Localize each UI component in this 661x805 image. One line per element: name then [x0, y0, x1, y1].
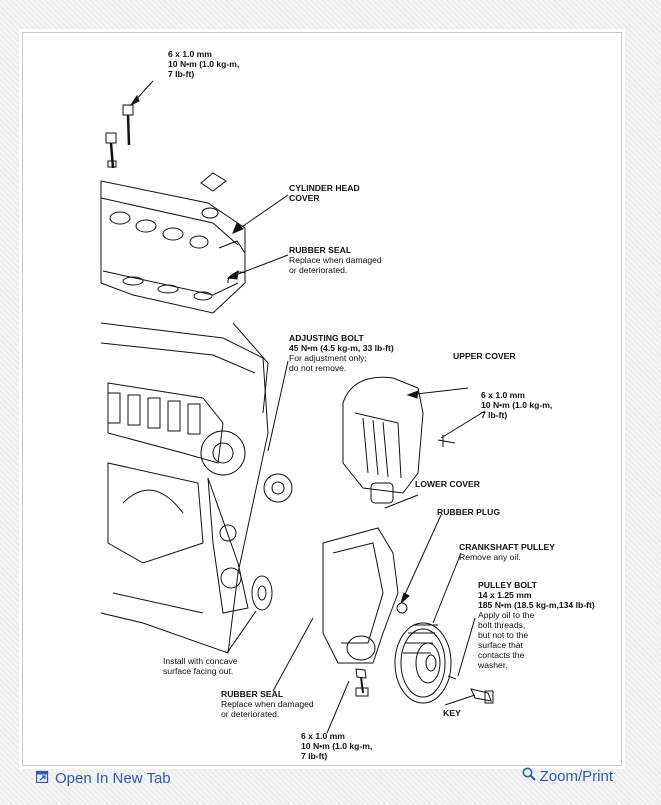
lower-cover [322, 527, 408, 664]
cylinder-head-cover [100, 172, 246, 314]
label-line: RUBBER SEAL [221, 689, 284, 699]
label-line: surface that [478, 640, 523, 650]
lower-cover-label: LOWER COVER [415, 479, 480, 489]
label-line: LOWER COVER [415, 479, 480, 489]
crank-washer [251, 575, 273, 611]
top-bolt-spec: 6 x 1.0 mm 10 N•m (1.0 kg-m, 7 lb-ft) [168, 49, 239, 79]
label-line: ADJUSTING BOLT [289, 333, 364, 343]
label-line: RUBBER PLUG [437, 507, 501, 517]
label-line: but not to the [478, 630, 529, 640]
label-line: UPPER COVER [453, 351, 516, 361]
label-line: 6 x 1.0 mm [168, 49, 212, 59]
label-line: 10 N•m (1.0 kg-m, [168, 59, 240, 69]
label-line: KEY [443, 708, 461, 718]
crankshaft-pulley-label: CRANKSHAFT PULLEY Remove any oil. [459, 542, 555, 562]
label-line: Remove any oil. [459, 552, 521, 562]
label-line: RUBBER SEAL [289, 245, 352, 255]
diagram-frame: 6 x 1.0 mm 10 N•m (1.0 kg-m, 7 lb-ft) CY… [22, 32, 622, 766]
open-in-new-tab-label: Open In New Tab [55, 770, 171, 787]
engine-block [100, 322, 293, 654]
label-line: or deteriorated. [221, 709, 280, 719]
zoom-print-link[interactable]: Zoom/Print [522, 767, 613, 785]
label-line: 7 lb-ft) [481, 410, 508, 420]
cylinder-head-cover-label: CYLINDER HEAD COVER [289, 183, 360, 203]
crankshaft-pulley [394, 622, 452, 704]
magnifier-icon [522, 767, 536, 785]
label-line: 14 x 1.25 mm [478, 590, 532, 600]
bottom-bolt-spec: 6 x 1.0 mm 10 N•m (1.0 kg-m, 7 lb-ft) [301, 731, 372, 761]
diagram-footer: Open In New Tab Zoom/Print [0, 764, 661, 805]
label-line: Replace when damaged [221, 699, 314, 709]
leader-lines [226, 194, 486, 734]
label-line: PULLEY BOLT [478, 580, 537, 590]
rubber-plug-label: RUBBER PLUG [437, 507, 500, 517]
label-line: 185 N•m (18.5 kg-m,134 lb-ft) [478, 600, 595, 610]
label-line: do not remove. [289, 363, 347, 373]
label-line: Apply oil to the [478, 610, 535, 620]
label-line: 7 lb-ft) [301, 751, 328, 761]
label-line: COVER [289, 193, 320, 203]
rubber-seal-top-label: RUBBER SEAL Replace when damaged or dete… [289, 245, 382, 275]
label-line: 10 N•m (1.0 kg-m, [481, 400, 553, 410]
upper-bolt-spec: 6 x 1.0 mm 10 N•m (1.0 kg-m, 7 lb-ft) [481, 390, 552, 420]
label-line: washer. [478, 660, 508, 670]
label-line: For adjustment only; [289, 353, 367, 363]
top-bolts [105, 80, 154, 169]
label-line: surface facing out. [163, 666, 234, 676]
engine-timing-diagram [100, 80, 494, 734]
label-line: Install with concave [163, 656, 238, 666]
label-line: 45 N•m (4.5 kg-m, 33 lb-ft) [289, 343, 394, 353]
label-line: 10 N•m (1.0 kg-m, [301, 741, 373, 751]
label-line: CYLINDER HEAD [289, 183, 360, 193]
pulley-bolt [447, 675, 494, 704]
zoom-print-label: Zoom/Print [539, 767, 613, 785]
pulley-bolt-label: PULLEY BOLT 14 x 1.25 mm 185 N•m (18.5 k… [478, 580, 595, 670]
rubber-seal-bottom-label: RUBBER SEAL Replace when damaged or dete… [221, 689, 314, 719]
upper-cover-label: UPPER COVER [453, 351, 516, 361]
label-line: 6 x 1.0 mm [481, 390, 525, 400]
key-label: KEY [443, 708, 461, 718]
label-line: 6 x 1.0 mm [301, 731, 345, 741]
label-line: CRANKSHAFT PULLEY [459, 542, 555, 552]
install-note-label: Install with concave surface facing out. [163, 656, 238, 676]
label-line: Replace when damaged [289, 255, 382, 265]
label-line: or deteriorated. [289, 265, 348, 275]
new-tab-icon [35, 770, 49, 787]
adjusting-bolt-label: ADJUSTING BOLT 45 N•m (4.5 kg-m, 33 lb-f… [289, 333, 394, 373]
open-in-new-tab-link[interactable]: Open In New Tab [35, 770, 171, 787]
bottom-bolt [355, 668, 369, 697]
label-line: bolt threads, [478, 620, 526, 630]
label-line: 7 lb-ft) [168, 69, 195, 79]
upper-cover [342, 376, 456, 504]
label-line: contacts the [478, 650, 525, 660]
